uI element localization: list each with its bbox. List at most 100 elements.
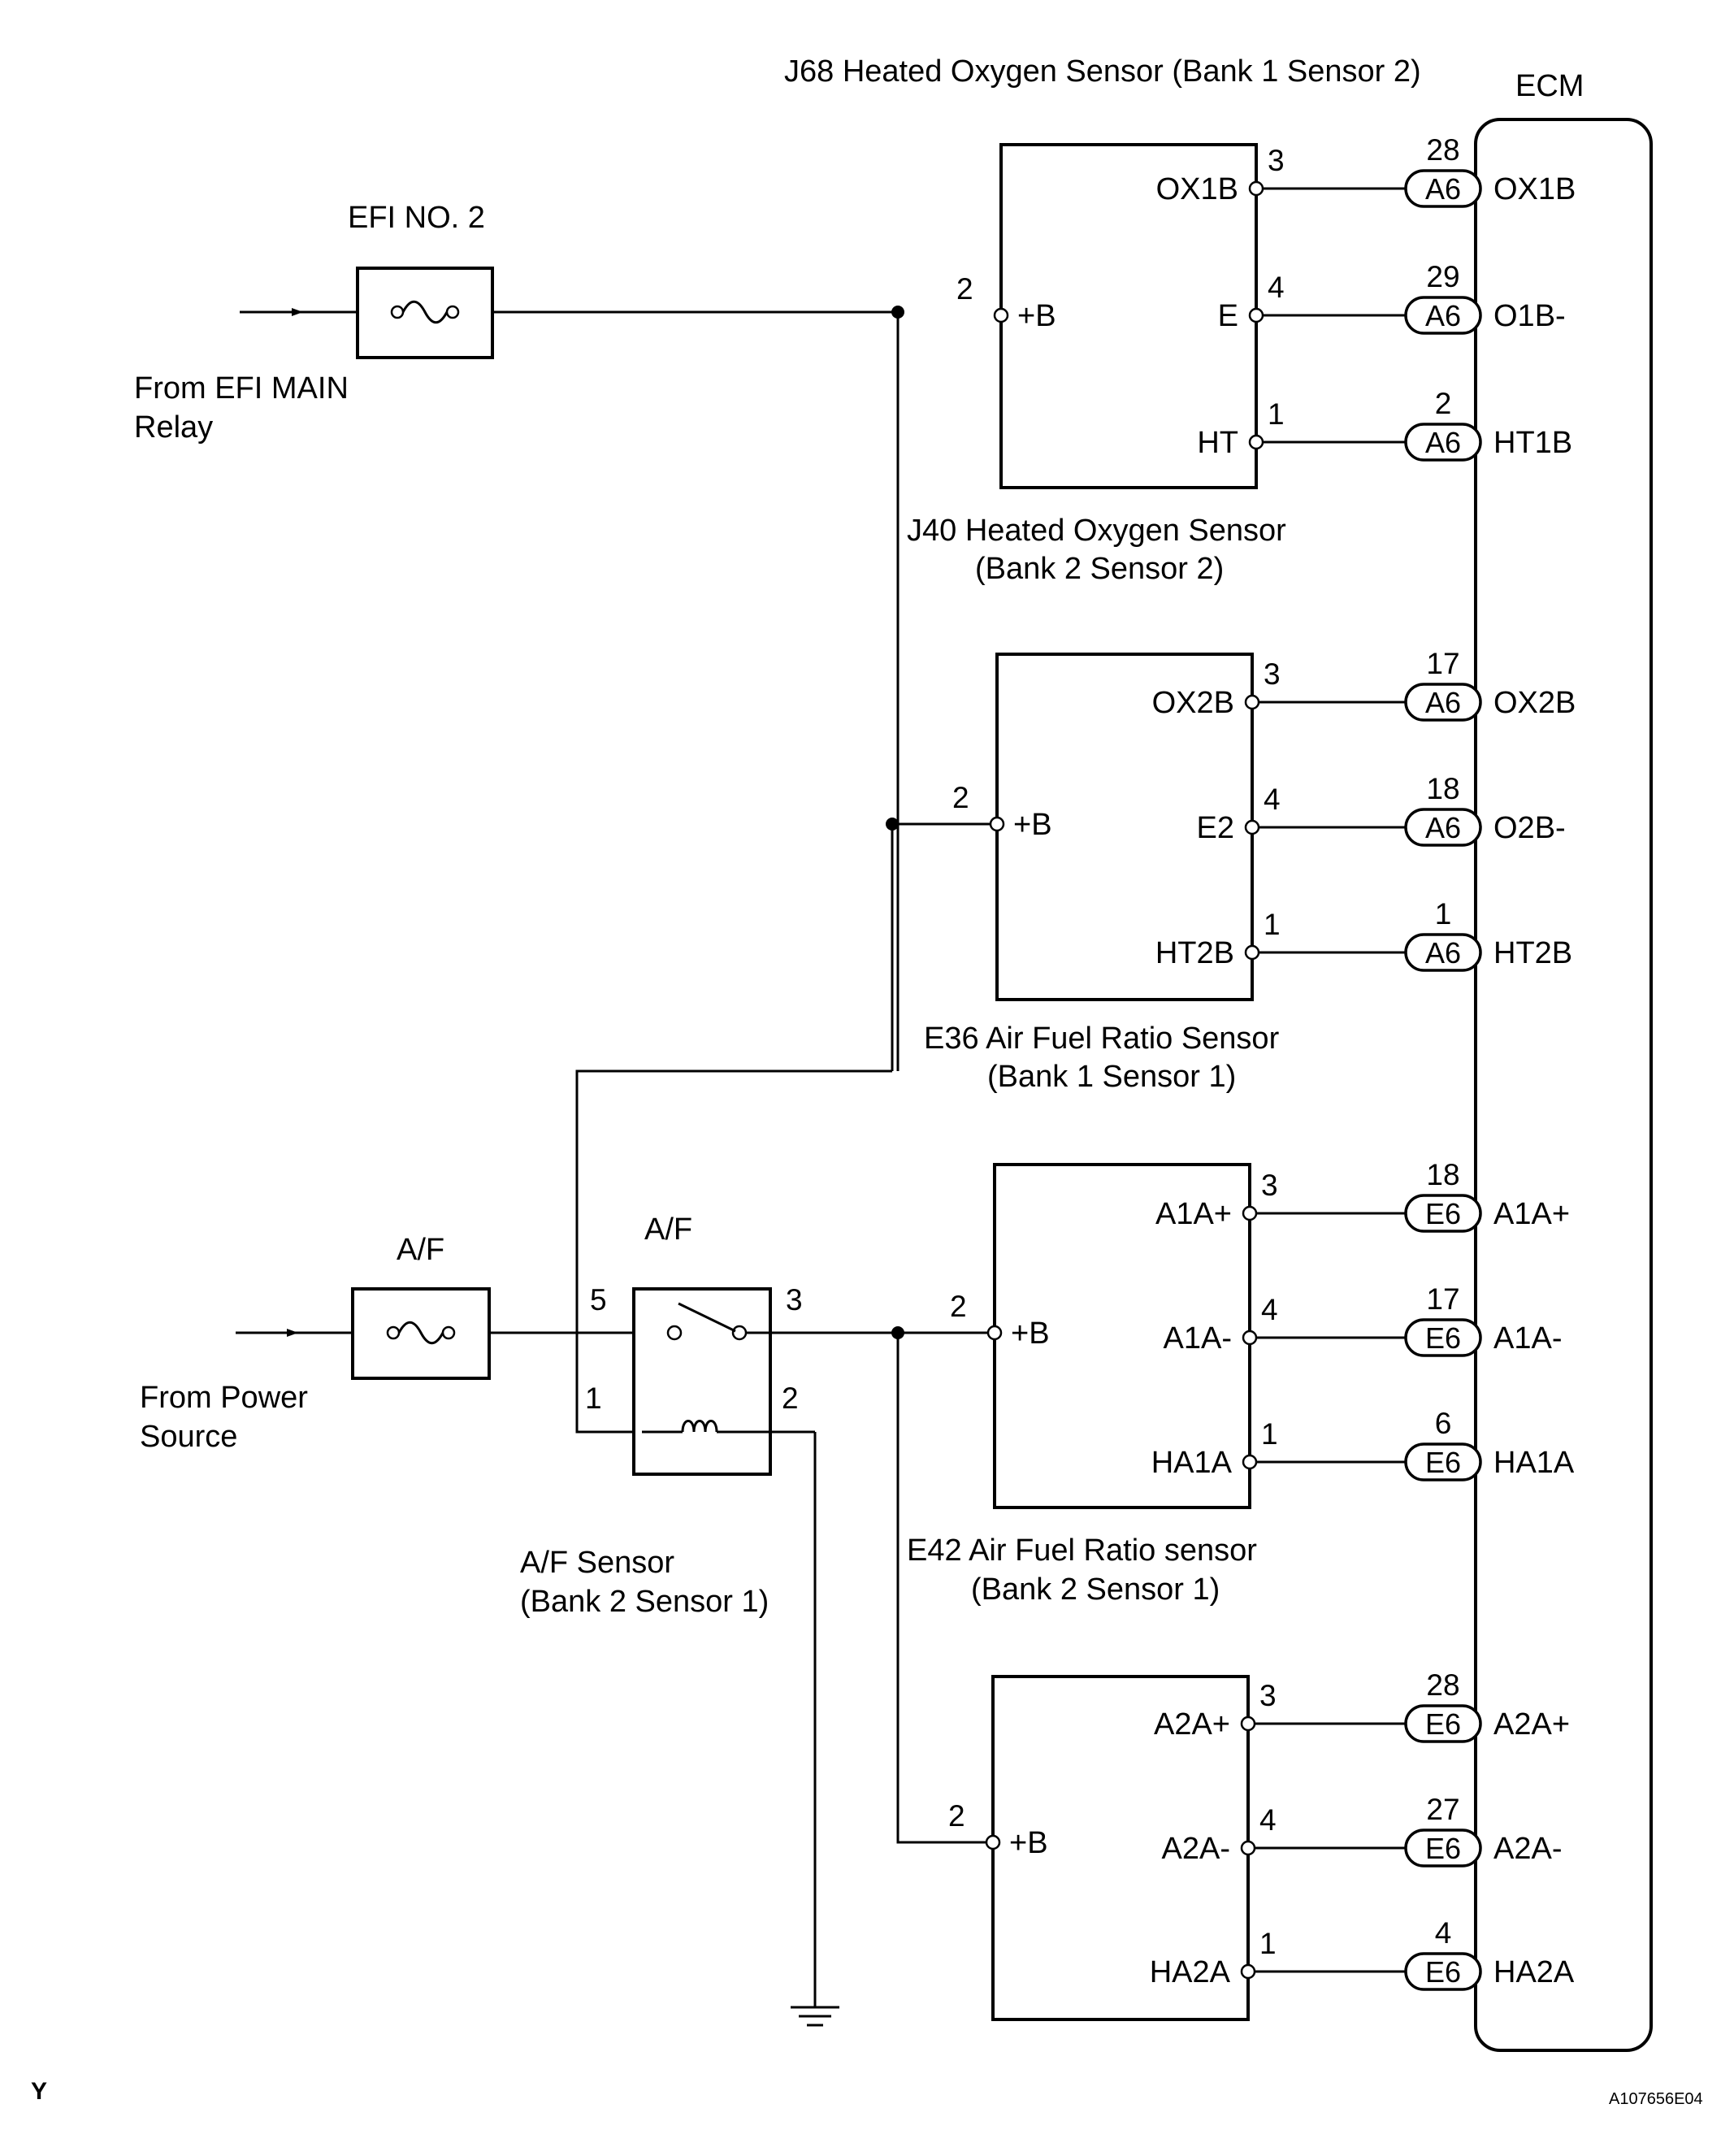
connector-code: E6 bbox=[1425, 1955, 1461, 1989]
terminal bbox=[1242, 1330, 1258, 1346]
ecm-terminal-label: A2A+ bbox=[1493, 1707, 1570, 1742]
connector-code: E6 bbox=[1425, 1321, 1461, 1355]
connector-code: A6 bbox=[1425, 299, 1461, 332]
ecm-pin: 4 bbox=[1435, 1916, 1452, 1950]
terminal bbox=[1240, 1716, 1256, 1732]
sensor-e42: E42 Air Fuel Ratio sensor (Bank 2 Sensor … bbox=[907, 1533, 1575, 2021]
terminal-pin: 1 bbox=[1259, 1927, 1277, 1960]
sensor-title: (Bank 2 Sensor 1) bbox=[971, 1573, 1220, 1607]
e42-bplus-wire bbox=[896, 1333, 995, 1844]
bplus-label: +B bbox=[1017, 299, 1056, 333]
figure-code-right: A107656E04 bbox=[1609, 2090, 1703, 2108]
terminal bbox=[1244, 694, 1260, 710]
connector-pill bbox=[1404, 1194, 1482, 1233]
relay-label: A/F bbox=[644, 1212, 692, 1247]
ecm-terminal-label: O1B- bbox=[1493, 299, 1566, 333]
ecm-terminal-label: HA2A bbox=[1493, 1955, 1575, 1989]
terminal bbox=[1244, 819, 1260, 835]
terminal-label: OX1B bbox=[1156, 172, 1238, 206]
terminal bbox=[1242, 1205, 1258, 1221]
relay-pin-5: 5 bbox=[590, 1283, 607, 1317]
af-source-line-1: From Power bbox=[140, 1381, 308, 1415]
ground-icon bbox=[791, 2006, 839, 2027]
connector-code: A6 bbox=[1425, 686, 1461, 719]
ecm-pin: 28 bbox=[1426, 1668, 1459, 1702]
af-sensor-note-line-2: (Bank 2 Sensor 1) bbox=[520, 1585, 769, 1619]
connector-pill bbox=[1404, 1318, 1482, 1357]
ecm-pin: 18 bbox=[1426, 1158, 1459, 1191]
terminal bbox=[1242, 1454, 1258, 1470]
terminal-pin: 4 bbox=[1264, 783, 1281, 816]
junction-dot bbox=[891, 306, 904, 319]
terminal-bplus bbox=[985, 1834, 1001, 1850]
ecm-terminal-label: O2B- bbox=[1493, 811, 1566, 845]
sensor-box bbox=[999, 143, 1258, 489]
ecm-box bbox=[1474, 118, 1653, 2052]
terminal-label: HT2B bbox=[1155, 936, 1234, 970]
ecm-pin: 17 bbox=[1426, 1282, 1459, 1316]
connector-code: A6 bbox=[1425, 811, 1461, 844]
ecm-terminal-label: HT2B bbox=[1493, 936, 1572, 970]
efi-fuse bbox=[240, 267, 898, 359]
bplus-pin: 2 bbox=[956, 272, 973, 306]
sensor-j68: J68 Heated Oxygen Sensor (Bank 1 Sensor … bbox=[784, 54, 1576, 489]
figure-code-left: Y bbox=[31, 2078, 47, 2105]
connector-code: A6 bbox=[1425, 936, 1461, 970]
terminal-label: E bbox=[1218, 299, 1238, 333]
ecm-terminal-label: OX1B bbox=[1493, 172, 1576, 206]
sensor-j40: J40 Heated Oxygen Sensor(Bank 2 Sensor 2… bbox=[907, 514, 1576, 1001]
sensor-e36: E36 Air Fuel Ratio Sensor(Bank 1 Sensor … bbox=[924, 1022, 1575, 1509]
bplus-pin: 2 bbox=[948, 1799, 965, 1833]
ecm-terminal-label: HA1A bbox=[1493, 1446, 1575, 1480]
connector-pill bbox=[1404, 933, 1482, 972]
terminal-label: A1A- bbox=[1164, 1321, 1232, 1356]
terminal-label: HA1A bbox=[1151, 1446, 1233, 1480]
terminal-pin: 1 bbox=[1261, 1417, 1278, 1451]
terminal bbox=[1240, 1840, 1256, 1856]
sensor-title: E42 Air Fuel Ratio sensor bbox=[907, 1533, 1257, 1568]
connector-code: A6 bbox=[1425, 172, 1461, 206]
ecm-pin: 6 bbox=[1435, 1407, 1452, 1440]
terminal-label: HT bbox=[1197, 426, 1238, 460]
terminal-pin: 3 bbox=[1259, 1679, 1277, 1712]
ecm-pin: 17 bbox=[1426, 647, 1459, 680]
connector-pill bbox=[1404, 1828, 1482, 1868]
terminal-bplus bbox=[986, 1325, 1003, 1341]
connector-pill bbox=[1404, 683, 1482, 722]
sensor-title: (Bank 2 Sensor 2) bbox=[975, 552, 1224, 586]
connector-pill bbox=[1404, 1442, 1482, 1481]
terminal bbox=[1248, 307, 1264, 323]
relay-pin-3: 3 bbox=[786, 1283, 803, 1317]
connector-pill bbox=[1404, 423, 1482, 462]
ecm-pin: 1 bbox=[1435, 897, 1452, 931]
terminal bbox=[1248, 180, 1264, 197]
terminal-pin: 3 bbox=[1261, 1169, 1278, 1202]
connector-pill bbox=[1404, 296, 1482, 335]
terminal-label: E2 bbox=[1197, 811, 1234, 845]
terminal-bplus bbox=[993, 307, 1009, 323]
terminal bbox=[1244, 944, 1260, 961]
connector-code: E6 bbox=[1425, 1707, 1461, 1741]
connector-code: E6 bbox=[1425, 1446, 1461, 1479]
ecm-terminal-label: HT1B bbox=[1493, 426, 1572, 460]
ecm-pin: 2 bbox=[1435, 387, 1452, 420]
terminal-pin: 3 bbox=[1268, 144, 1285, 177]
connector-code: E6 bbox=[1425, 1832, 1461, 1865]
relay-pin-2: 2 bbox=[782, 1382, 799, 1415]
sensor-box bbox=[995, 653, 1254, 1001]
ecm-terminal-label: A2A- bbox=[1493, 1832, 1562, 1866]
sensor-title: E36 Air Fuel Ratio Sensor bbox=[924, 1022, 1280, 1056]
ecm-terminal-label: A1A- bbox=[1493, 1321, 1562, 1356]
terminal-label: A1A+ bbox=[1155, 1197, 1232, 1231]
af-fuse bbox=[236, 1287, 674, 1380]
bplus-pin: 2 bbox=[950, 1290, 967, 1323]
bplus-label: +B bbox=[1011, 1317, 1050, 1351]
bplus-pin: 2 bbox=[952, 781, 969, 814]
efi-fuse-label: EFI NO. 2 bbox=[348, 201, 485, 235]
sensor-box bbox=[993, 1163, 1251, 1509]
af-relay bbox=[632, 1287, 898, 1476]
ecm-pin: 27 bbox=[1426, 1793, 1459, 1826]
af-sensor-note-line-1: A/F Sensor bbox=[520, 1546, 674, 1580]
terminal-bplus bbox=[989, 816, 1005, 832]
